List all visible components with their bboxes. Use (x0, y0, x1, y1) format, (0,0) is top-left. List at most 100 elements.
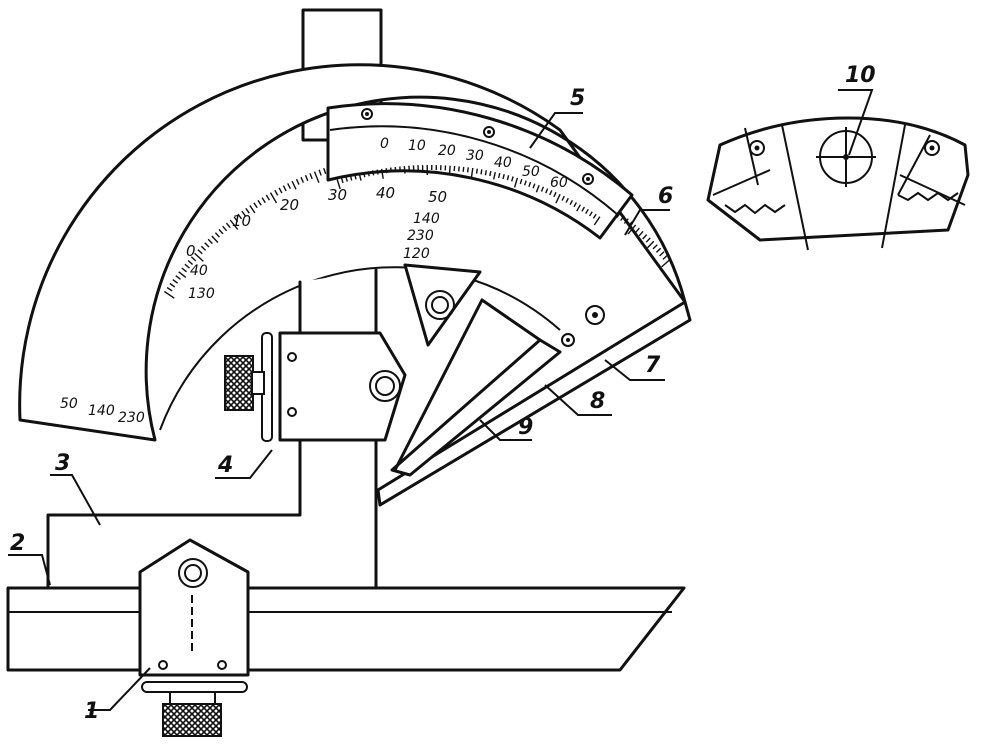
clamp-block (224, 331, 407, 442)
tick-mark (627, 224, 637, 235)
main-label-0: 0 (186, 242, 196, 260)
tick-mark (269, 192, 278, 204)
tick-mark (229, 219, 239, 230)
main-label-30: 30 (328, 186, 347, 204)
tick-mark (573, 202, 578, 208)
tick-mark (475, 168, 478, 174)
tick-mark (523, 180, 527, 186)
main-label-10: 10 (232, 212, 251, 230)
center-label-230: 230 (407, 228, 434, 244)
tick-mark (194, 252, 204, 262)
vernier-label-60: 60 (550, 175, 568, 191)
tick-mark (309, 173, 313, 180)
base-ruler (6, 586, 686, 672)
vernier-screw-1 (361, 108, 373, 120)
tick-mark (249, 205, 256, 214)
tick-mark (207, 238, 213, 245)
tick-mark (237, 213, 243, 220)
tick-mark (497, 172, 501, 179)
tick-mark (589, 211, 593, 217)
tick-mark (222, 225, 228, 232)
tick-mark (274, 189, 279, 196)
tick-mark (257, 199, 262, 206)
callout-10: 10 (845, 63, 876, 88)
main-label-50: 50 (428, 188, 447, 206)
tick-mark (620, 215, 625, 221)
tick-mark (489, 170, 492, 177)
tick-mark (323, 167, 327, 175)
tick-mark (385, 168, 388, 174)
tick-mark (661, 258, 672, 268)
main-label-20: 20 (280, 196, 299, 214)
tick-mark (178, 271, 187, 278)
tick-mark (540, 186, 545, 192)
vernier-label-20: 20 (438, 143, 456, 159)
base-clamp (138, 538, 250, 737)
vernier-screw-3 (582, 173, 594, 185)
tick-mark (647, 240, 655, 249)
tick-mark (659, 251, 665, 257)
lower-label-50: 50 (60, 396, 78, 412)
leader-lines (8, 89, 874, 711)
callout-9: 9 (518, 415, 533, 440)
vernier-screw-2 (483, 126, 495, 138)
tick-mark (291, 180, 297, 190)
tick-mark (448, 165, 451, 174)
inset-detail (706, 116, 970, 251)
tick-mark (581, 206, 586, 212)
tick-mark (502, 174, 505, 180)
callout-8: 8 (590, 389, 605, 414)
center-label-140: 140 (413, 211, 440, 227)
tick-mark (545, 188, 549, 194)
tick-mark (484, 170, 487, 176)
vernier-inner-line (329, 125, 619, 216)
tick-mark (585, 208, 589, 214)
triangle-screw (425, 290, 455, 320)
tick-mark (561, 195, 565, 201)
callout-4: 4 (217, 453, 233, 478)
tick-mark (200, 245, 207, 251)
inner-arc (159, 266, 561, 431)
tick-mark (184, 263, 190, 269)
tick-mark (565, 197, 569, 203)
tick-mark (225, 222, 231, 229)
tick-mark (354, 174, 357, 180)
blade (390, 338, 562, 477)
tick-mark (204, 242, 210, 248)
tick-mark (245, 207, 250, 214)
tick-mark (528, 181, 532, 188)
tick-mark (513, 177, 519, 188)
tick-mark (638, 230, 644, 237)
tick-mark (265, 194, 271, 201)
tick-mark (214, 232, 220, 238)
tick-mark (233, 216, 239, 223)
tick-mark (190, 256, 197, 262)
tick-mark (318, 169, 322, 176)
lower-label-230: 230 (118, 410, 145, 426)
tick-mark (340, 177, 344, 184)
callout-1: 1 (84, 699, 99, 724)
tick-mark (535, 184, 540, 193)
tick-mark (345, 176, 348, 182)
tick-mark (593, 216, 601, 226)
tick-mark (642, 234, 648, 240)
tick-mark (166, 286, 173, 292)
tick-mark (403, 166, 406, 174)
vernier-label-50: 50 (522, 164, 540, 180)
inner-label-130: 130 (188, 286, 215, 302)
tick-mark (349, 175, 353, 181)
main-label-40: 40 (376, 184, 395, 202)
tick-mark (662, 254, 668, 260)
tick-mark (506, 175, 510, 181)
tick-mark (623, 218, 629, 224)
tick-mark (458, 166, 460, 172)
tick-mark (197, 249, 203, 255)
arm-screw (561, 305, 605, 347)
tick-mark (371, 170, 375, 176)
tick-mark (376, 169, 379, 175)
tick-mark (390, 167, 392, 173)
vernier-label-0: 0 (380, 136, 389, 152)
tick-mark (399, 166, 401, 172)
tick-mark (295, 178, 300, 185)
